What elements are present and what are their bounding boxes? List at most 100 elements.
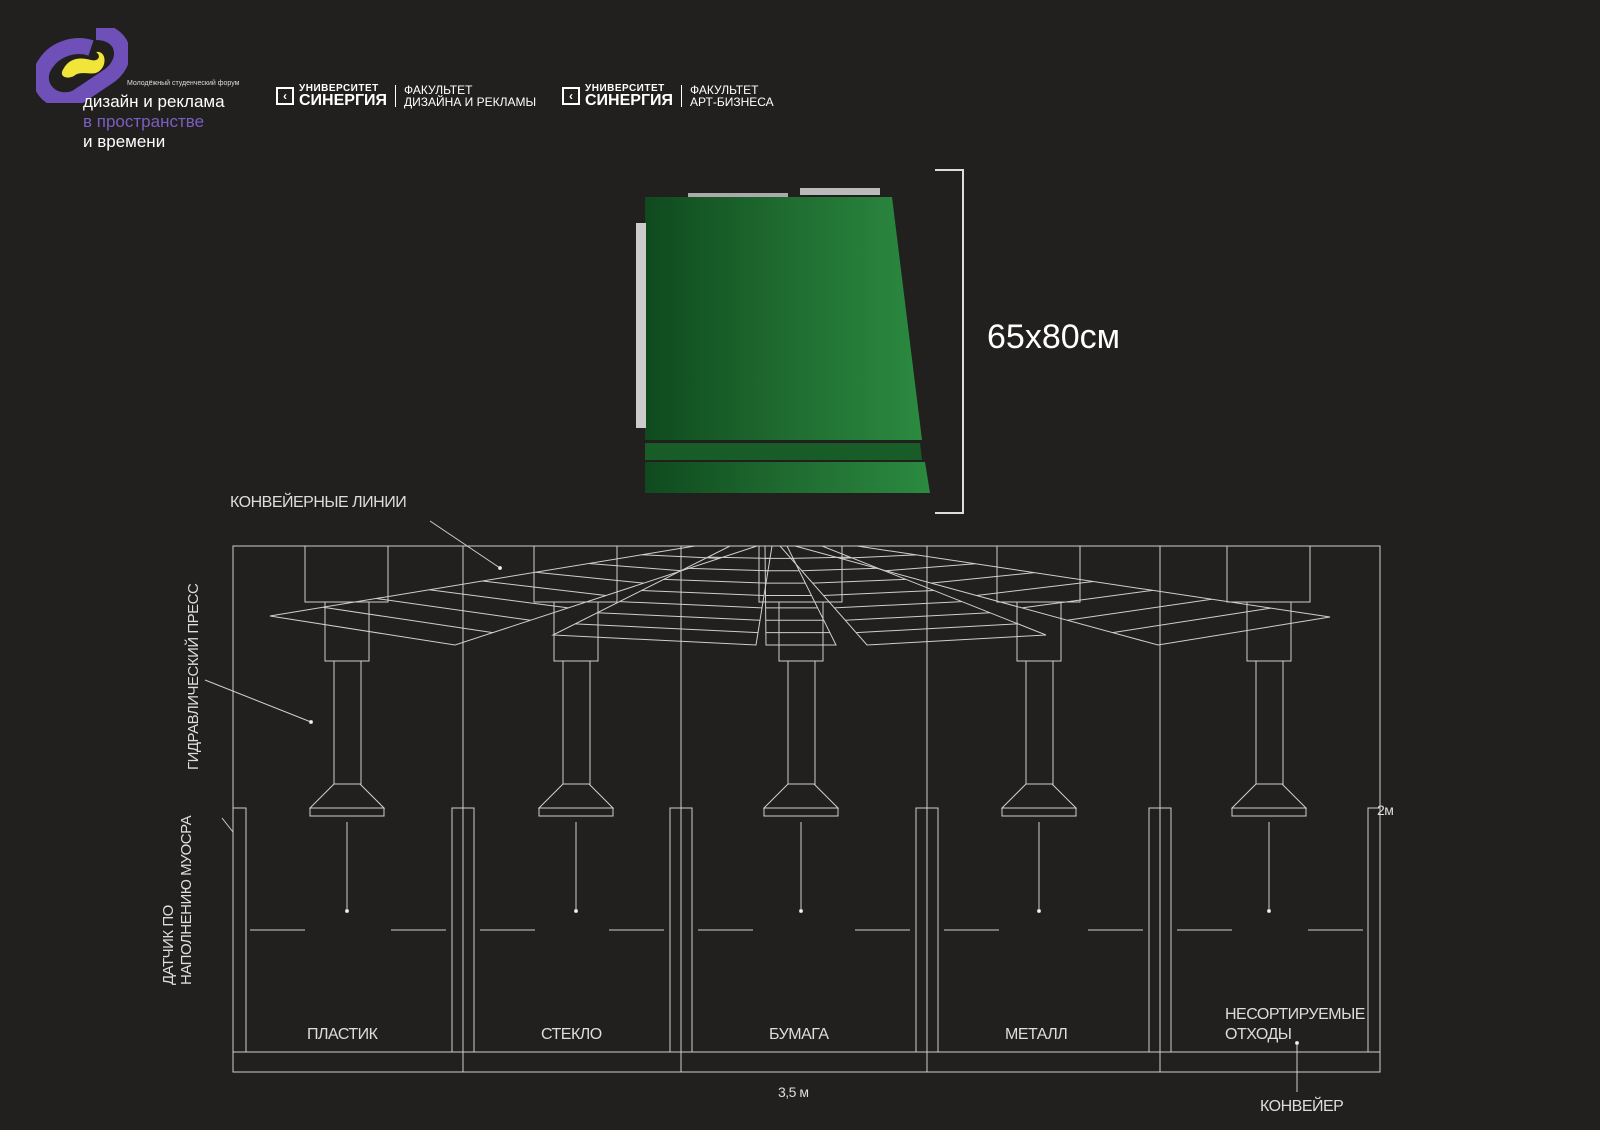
conveyor-line bbox=[794, 545, 1331, 646]
conveyor-stripe bbox=[707, 556, 771, 559]
conveyor-stripe bbox=[588, 563, 682, 572]
press-shaft bbox=[787, 660, 816, 785]
label-height: 2м bbox=[1377, 802, 1394, 818]
conveyor-stripe bbox=[597, 612, 761, 621]
label-sensor-1: ДАТЧИК ПО bbox=[160, 905, 177, 985]
label-sensor-2: НАПОЛНЕНИЮ МУОСРА bbox=[178, 815, 195, 985]
sensor-dot bbox=[1037, 909, 1041, 913]
conveyor-stripe bbox=[429, 589, 569, 609]
synergy-icon: ‹ bbox=[562, 86, 580, 105]
conveyor-stripe bbox=[840, 554, 917, 559]
label-conveyor: КОНВЕЙЕР bbox=[1260, 1098, 1344, 1115]
bin-label: БУМАГА bbox=[769, 1026, 829, 1043]
conveyor-stripe bbox=[801, 567, 879, 572]
conveyor-stripe bbox=[535, 571, 644, 584]
press-block bbox=[778, 601, 824, 662]
leader-dot bbox=[498, 566, 502, 570]
press-housing bbox=[1226, 545, 1311, 603]
conveyor-stripe bbox=[790, 556, 851, 559]
conveyor-line bbox=[269, 545, 758, 646]
press-cone bbox=[1230, 783, 1308, 809]
faculty-label: ФАКУЛЬТЕТ bbox=[404, 82, 473, 97]
uni-top: УНИВЕРСИТЕТ bbox=[585, 83, 665, 94]
press-housing bbox=[533, 545, 618, 603]
conveyor-stripe bbox=[931, 572, 1035, 584]
press-shaft bbox=[562, 660, 591, 785]
bin-render bbox=[636, 169, 964, 514]
leader-dot bbox=[309, 720, 313, 724]
forum-title-1: дизайн и реклама bbox=[83, 92, 225, 111]
leader-press bbox=[204, 679, 312, 723]
conveyor-stripe bbox=[812, 578, 907, 584]
synergy-icon: ‹ bbox=[276, 86, 294, 105]
sensor-dot bbox=[345, 909, 349, 913]
conveyor-stripe bbox=[885, 563, 976, 572]
press-plate bbox=[309, 807, 385, 817]
press-plate bbox=[538, 807, 614, 817]
conveyor-stripe bbox=[641, 590, 765, 596]
conveyor-stripe bbox=[376, 598, 531, 621]
press-housing bbox=[304, 545, 389, 603]
press-plate bbox=[763, 807, 839, 817]
conveyor-stripe bbox=[976, 581, 1094, 596]
uni-name: СИНЕРГИЯ bbox=[299, 92, 388, 109]
forum-logo bbox=[36, 28, 128, 103]
conveyor-stripe bbox=[619, 601, 763, 609]
conveyor-stripe bbox=[575, 623, 759, 634]
leader-conveyor bbox=[429, 520, 501, 569]
conveyor-stripe bbox=[1067, 598, 1212, 621]
forum-tagline: Молодёжный студенческий форум bbox=[127, 80, 240, 87]
label-hydraulic-press: ГИДРАВЛИЧЕСКИЙ ПРЕСС bbox=[185, 583, 202, 770]
conveyor-stripe bbox=[856, 623, 1019, 634]
sensor-dot bbox=[799, 909, 803, 913]
label-width: 3,5 м bbox=[778, 1084, 809, 1100]
press-plate bbox=[1001, 807, 1077, 817]
conveyor-stripe bbox=[685, 567, 769, 572]
bin-label: СТЕКЛО bbox=[541, 1026, 602, 1043]
leader-sensor bbox=[221, 817, 234, 833]
forum-title-3: и времени bbox=[83, 132, 166, 151]
dimension-label: 65х80см bbox=[987, 318, 1121, 356]
bin-label: ПЛАСТИК bbox=[307, 1026, 378, 1043]
leader-dot bbox=[1295, 1041, 1299, 1045]
press-cone bbox=[308, 783, 386, 809]
faculty-name: ДИЗАЙНА И РЕКЛАМЫ bbox=[404, 94, 537, 109]
bin-wall bbox=[451, 807, 475, 1053]
conveyor-line bbox=[551, 545, 773, 646]
conveyor-stripe bbox=[1112, 607, 1271, 634]
press-shaft bbox=[333, 660, 362, 785]
press-shaft bbox=[1255, 660, 1284, 785]
bin-wall bbox=[232, 807, 247, 1053]
press-housing bbox=[996, 545, 1081, 603]
press-cone bbox=[537, 783, 615, 809]
bin-wall bbox=[915, 807, 939, 1053]
conveyor-stripe bbox=[323, 606, 493, 634]
bin-label: МЕТАЛЛ bbox=[1005, 1026, 1068, 1043]
forum-title-2: в пространстве bbox=[83, 112, 205, 131]
uni-name: СИНЕРГИЯ bbox=[585, 92, 674, 109]
conveyor-stripe bbox=[834, 601, 963, 609]
conveyor-stripe bbox=[663, 578, 767, 584]
sensor-dot bbox=[574, 909, 578, 913]
press-cone bbox=[762, 783, 840, 809]
bin-wall bbox=[1367, 807, 1381, 1053]
press-shaft bbox=[1025, 660, 1054, 785]
conveyor-stripe bbox=[1021, 589, 1153, 609]
uni-top: УНИВЕРСИТЕТ bbox=[299, 83, 379, 94]
press-cone bbox=[1000, 783, 1078, 809]
conveyor-stripe bbox=[482, 580, 607, 596]
frame bbox=[232, 545, 1381, 1073]
faculty-label: ФАКУЛЬТЕТ bbox=[690, 82, 759, 97]
sensor-dot bbox=[1267, 909, 1271, 913]
conveyor-stripe bbox=[845, 612, 991, 621]
bin-wall bbox=[669, 807, 693, 1053]
conveyor-stripe bbox=[823, 590, 935, 596]
faculty-name: АРТ-БИЗНЕСА bbox=[690, 94, 774, 109]
label-conveyor-lines: КОНВЕЙЕРНЫЕ ЛИНИИ bbox=[230, 494, 407, 511]
press-plate bbox=[1231, 807, 1307, 817]
bin-wall bbox=[1148, 807, 1172, 1053]
